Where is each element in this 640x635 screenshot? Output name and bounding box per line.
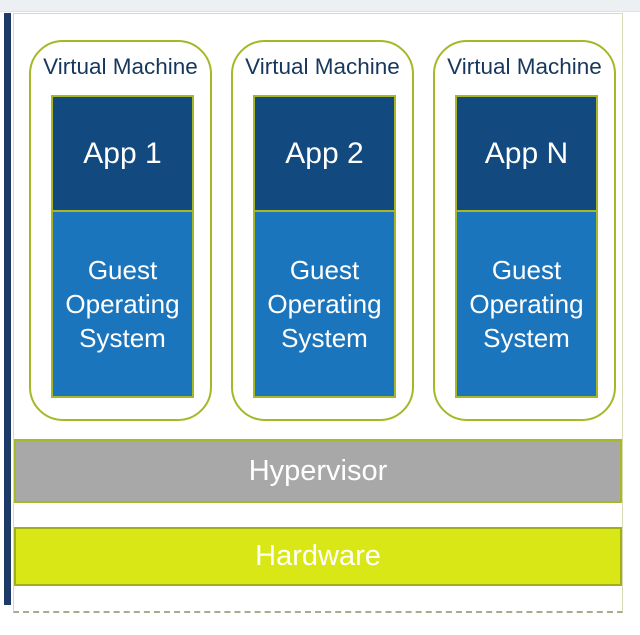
- app-box: App N: [455, 95, 598, 212]
- app-label: App 1: [83, 136, 162, 170]
- hypervisor-label: Hypervisor: [248, 454, 388, 487]
- vm-box-2: Virtual Machine App 2 Guest Operating Sy…: [231, 40, 414, 421]
- window-top-strip: [0, 0, 640, 12]
- guest-os-label: Guest Operating System: [469, 254, 584, 354]
- app-box: App 2: [253, 95, 396, 212]
- app-box: App 1: [51, 95, 194, 212]
- guest-os-label: Guest Operating System: [267, 254, 382, 354]
- left-edge-strip: [4, 13, 11, 605]
- guest-os-box: Guest Operating System: [455, 212, 598, 398]
- diagram-container: Virtual Machine App 1 Guest Operating Sy…: [13, 13, 623, 613]
- guest-os-box: Guest Operating System: [51, 212, 194, 398]
- hardware-bar: Hardware: [14, 527, 622, 586]
- hardware-label: Hardware: [255, 540, 381, 572]
- guest-os-box: Guest Operating System: [253, 212, 396, 398]
- hypervisor-bar: Hypervisor: [14, 439, 622, 503]
- app-label: App 2: [285, 136, 364, 170]
- guest-os-label: Guest Operating System: [65, 254, 180, 354]
- vm-title: Virtual Machine: [245, 54, 400, 79]
- vm-box-3: Virtual Machine App N Guest Operating Sy…: [433, 40, 616, 421]
- vm-box-1: Virtual Machine App 1 Guest Operating Sy…: [29, 40, 212, 421]
- vm-title: Virtual Machine: [447, 54, 602, 79]
- vm-title: Virtual Machine: [43, 54, 198, 79]
- app-label: App N: [484, 136, 569, 170]
